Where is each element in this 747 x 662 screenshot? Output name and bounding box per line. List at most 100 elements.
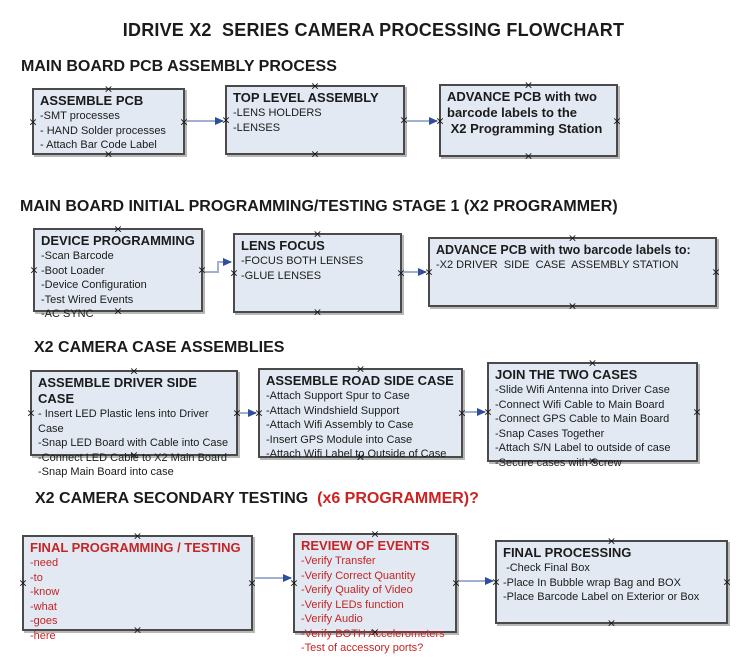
anchor-handle-icon — [396, 268, 405, 279]
box-item: -need — [30, 557, 59, 569]
box-item: -Attach Support Spur to Case — [266, 390, 410, 402]
anchor-handle-icon — [221, 115, 230, 126]
box-item: -Insert GPS Module into Case — [266, 433, 413, 446]
anchor-handle-icon — [524, 151, 533, 162]
anchor-handle-icon — [313, 307, 322, 318]
section-heading-programmer-question: (x6 PROGRAMMER)? — [317, 490, 479, 507]
flow-box-advance-pcb-programming-station[interactable]: ADVANCE PCB with two barcode labels to t… — [439, 84, 618, 157]
anchor-handle-icon — [197, 265, 206, 276]
box-title: DEVICE PROGRAMMING — [41, 233, 195, 248]
box-item: -SMT processes — [40, 110, 120, 122]
anchor-handle-icon — [568, 301, 577, 312]
box-item: -AC SYNC — [41, 308, 94, 320]
box-item: -Snap Cases Together — [495, 427, 605, 440]
box-item: -LENSES — [233, 121, 281, 134]
box-item: -Snap Main Board into case — [38, 466, 174, 478]
box-item: -FOCUS BOTH LENSES — [241, 255, 364, 267]
box-item: -Attach Wifi Label to Outside of Case — [266, 448, 447, 460]
box-item: -Slide Wifi Antenna into Driver Case — [495, 384, 670, 396]
anchor-handle-icon — [607, 618, 616, 629]
anchor-handle-icon — [26, 408, 35, 419]
box-item: -Connect LED Cable to X2 Main Board — [38, 451, 227, 464]
flow-box-review-of-events[interactable]: REVIEW OF EVENTS -Verify Transfer -Verif… — [293, 533, 460, 654]
box-item: -Verify BOTH Accelerometers — [301, 627, 445, 640]
box-item: -Place In Bubble wrap Bag and BOX — [503, 576, 681, 589]
anchor-handle-icon — [399, 115, 408, 126]
box-title: ADVANCE PCB with two barcode labels to t… — [447, 89, 603, 136]
anchor-handle-icon — [179, 116, 188, 127]
box-item: -LENS HOLDERS — [233, 107, 322, 119]
box-item: -Attach S/N Label to outside of case — [495, 442, 671, 454]
section-heading-pcb-assembly: MAIN BOARD PCB ASSEMBLY PROCESS — [21, 58, 337, 75]
box-item: -Boot Loader — [41, 264, 105, 277]
box-item: -Secure cases with Screw — [495, 456, 622, 469]
box-item: -Place Barcode Label on Exterior or Box — [503, 591, 700, 603]
flow-box-device-programming[interactable]: DEVICE PROGRAMMING -Scan Barcode -Boot L… — [33, 228, 206, 320]
box-title: ASSEMBLE ROAD SIDE CASE — [266, 373, 454, 388]
box-title: FINAL PROGRAMMING / TESTING — [30, 540, 241, 555]
box-item: -Verify LEDs function — [301, 598, 404, 611]
flow-box-assemble-road-side-case[interactable]: ASSEMBLE ROAD SIDE CASE -Attach Support … — [258, 368, 466, 460]
section-heading-secondary-testing-text: X2 CAMERA SECONDARY TESTING — [35, 490, 318, 507]
box-item: -Verify Correct Quantity — [301, 569, 416, 582]
page-title: IDRIVE X2 SERIES CAMERA PROCESSING FLOWC… — [122, 20, 625, 40]
anchor-handle-icon — [254, 408, 263, 419]
box-item: - Insert LED Plastic lens into Driver Ca… — [38, 408, 212, 435]
box-item: -Scan Barcode — [41, 250, 114, 262]
flow-box-join-the-two-cases[interactable]: JOIN THE TWO CASES -Slide Wifi Antenna i… — [487, 362, 701, 469]
flow-box-top-level-assembly[interactable]: TOP LEVEL ASSEMBLY -LENS HOLDERS -LENSES — [225, 85, 405, 155]
anchor-handle-icon — [18, 578, 27, 589]
anchor-handle-icon — [28, 116, 37, 127]
box-item: - Attach Bar Code Label — [40, 139, 157, 151]
section-heading-initial-programming: MAIN BOARD INITIAL PROGRAMMING/TESTING S… — [20, 198, 618, 215]
section-heading-secondary-testing: X2 CAMERA SECONDARY TESTING (x6 PROGRAMM… — [35, 490, 479, 508]
box-item: -Device Configuration — [41, 279, 147, 291]
anchor-handle-icon — [229, 268, 238, 279]
anchor-handle-icon — [711, 267, 720, 278]
anchor-handle-icon — [692, 407, 701, 418]
anchor-handle-icon — [483, 407, 492, 418]
flow-box-assemble-driver-side-case[interactable]: ASSEMBLE DRIVER SIDE CASE - Insert LED P… — [30, 370, 241, 478]
anchor-handle-icon — [722, 577, 731, 588]
anchor-handle-icon — [424, 267, 433, 278]
section-heading-case-assemblies: X2 CAMERA CASE ASSEMBLIES — [34, 339, 285, 356]
anchor-handle-icon — [289, 578, 298, 589]
box-item: -Verify Transfer — [301, 555, 376, 567]
anchor-handle-icon — [29, 265, 38, 276]
box-title: ASSEMBLE PCB — [40, 93, 144, 108]
flow-box-assemble-pcb[interactable]: ASSEMBLE PCB -SMT processes - HAND Solde… — [32, 88, 185, 155]
box-item: -what — [30, 600, 57, 613]
anchor-handle-icon — [451, 578, 460, 589]
anchor-handle-icon — [247, 578, 256, 589]
anchor-handle-icon — [457, 408, 466, 419]
box-item: - HAND Solder processes — [40, 124, 166, 137]
box-item: -Attach Windshield Support — [266, 404, 400, 417]
anchor-handle-icon — [232, 408, 241, 419]
flow-box-final-programming-testing[interactable]: FINAL PROGRAMMING / TESTING -need -to -k… — [22, 535, 256, 642]
box-item: -GLUE LENSES — [241, 269, 322, 282]
box-title: ASSEMBLE DRIVER SIDE CASE — [38, 375, 201, 406]
anchor-handle-icon — [491, 577, 500, 588]
box-item: -here — [30, 629, 56, 642]
anchor-handle-icon — [435, 115, 444, 126]
flow-box-lens-focus[interactable]: LENS FOCUS -FOCUS BOTH LENSES -GLUE LENS… — [233, 233, 402, 313]
box-item: -Verify Audio — [301, 613, 363, 625]
box-item: -Attach Wifi Assembly to Case — [266, 419, 414, 431]
box-item: -X2 DRIVER SIDE CASE ASSEMBLY STATION — [436, 259, 679, 271]
box-title: REVIEW OF EVENTS — [301, 538, 430, 553]
box-item: -Verify Quality of Video — [301, 584, 413, 596]
box-title: TOP LEVEL ASSEMBLY — [233, 90, 379, 105]
box-item: -to — [30, 571, 43, 584]
box-item: -know — [30, 586, 60, 598]
box-title: LENS FOCUS — [241, 238, 325, 253]
box-item: -Test Wired Events — [41, 293, 134, 306]
box-item: -Snap LED Board with Cable into Case — [38, 437, 229, 449]
flow-box-advance-pcb-driver-side-station[interactable]: ADVANCE PCB with two barcode labels to: … — [428, 237, 717, 307]
connector-device-programming-to-lens-focus — [205, 258, 232, 273]
anchor-handle-icon — [612, 115, 621, 126]
box-item: -Test of accessory ports? — [301, 642, 424, 654]
box-item: -Connect GPS Cable to Main Board — [495, 413, 670, 425]
flow-box-final-processing[interactable]: FINAL PROCESSING -Check Final Box -Place… — [495, 540, 728, 624]
box-item: -goes — [30, 615, 58, 627]
